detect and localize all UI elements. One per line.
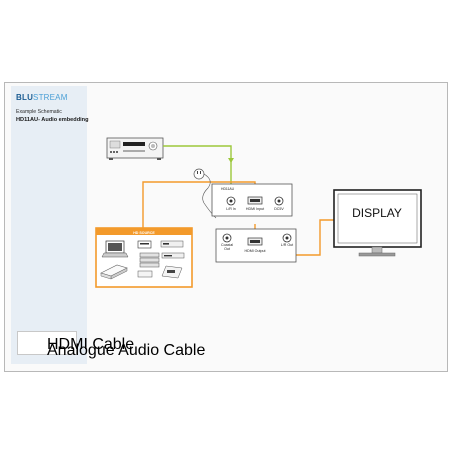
hdmi-input-label: HDMI Input: [245, 207, 265, 211]
sidebar-panel: [11, 86, 87, 364]
schematic-title: HD11AU- Audio embedding: [16, 117, 89, 123]
lr-out-label: L/R Out: [280, 243, 294, 247]
cable-legend: [17, 331, 77, 355]
lr-in-label: L/R In: [226, 207, 236, 211]
game-console-icon: [100, 264, 128, 280]
brand-logo: BLUSTREAM: [16, 93, 68, 102]
media-player-icon: [137, 240, 152, 249]
hd11au-extractor: [211, 183, 293, 217]
hd-source-panel: [95, 227, 193, 288]
coaxial-out-label: Coaxial Out: [221, 243, 233, 251]
laptop-icon: [101, 240, 129, 258]
display-label: DISPLAY: [352, 206, 402, 220]
bluray-player-icon: [139, 252, 160, 268]
dc-in-label: DC5V: [274, 207, 284, 211]
power-adapter-icon: [193, 168, 217, 219]
av-receiver: [106, 137, 164, 160]
schematic-subtitle: Example Schematic: [16, 109, 62, 115]
streaming-device-icon: [137, 265, 183, 279]
legend-hdmi-label: HDMI Cable: [47, 336, 135, 353]
legend-audio-label: Analogue Audio Cable: [47, 342, 206, 359]
brand-suffix: STREAM: [33, 93, 68, 102]
audio-cable: [163, 145, 232, 197]
brand-prefix: BLU: [16, 93, 34, 102]
hd-source-title: HD SOURCE: [133, 231, 155, 235]
extractor-model-label: HD11AU: [221, 187, 235, 191]
set-top-box-icon: [161, 252, 185, 259]
hdmi-output-label: HDMI Output: [244, 249, 266, 253]
tv-box-icon: [160, 240, 184, 248]
hd11au-embedder: [215, 228, 297, 263]
display-device: [333, 189, 422, 257]
